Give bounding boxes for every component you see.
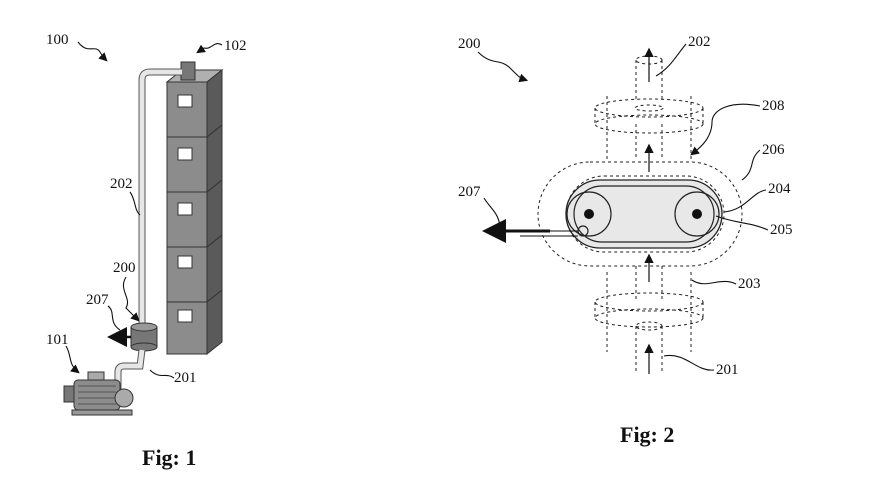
pump-pipe-outline <box>114 349 146 395</box>
figure-2: 200 202 208 <box>458 34 793 447</box>
tower-block-2 <box>166 123 223 194</box>
fig2-label-206: 206 <box>762 142 785 158</box>
fig2-leader-200 <box>477 51 529 83</box>
fig2-label-207: 207 <box>458 184 481 200</box>
right-axle <box>692 209 702 219</box>
label-201: 201 <box>174 370 197 386</box>
tower-block-4 <box>166 233 223 304</box>
leader-101 <box>65 345 80 374</box>
bottom-flange <box>594 253 704 352</box>
left-roller <box>566 191 612 237</box>
fig2-caption: Fig: 2 <box>620 422 674 447</box>
label-207: 207 <box>86 292 109 308</box>
fig2-label-200: 200 <box>458 36 481 52</box>
left-axle <box>584 209 594 219</box>
figure-1: 100 <box>46 32 247 470</box>
tower-block-5 <box>166 288 223 356</box>
fig2-leader-202 <box>655 43 687 77</box>
tower-block-3 <box>166 178 223 249</box>
tower-cap <box>180 61 196 81</box>
leader-202 <box>129 191 141 216</box>
top-flange <box>594 96 704 172</box>
fig1-caption: Fig: 1 <box>142 445 196 470</box>
pipe <box>139 69 182 330</box>
top-pipe <box>635 47 663 100</box>
label-102: 102 <box>224 38 247 54</box>
label-101: 101 <box>46 332 69 348</box>
fig2-label-205: 205 <box>770 222 793 238</box>
fig2-leader-201 <box>663 354 715 371</box>
fig2-leader-205 <box>715 215 769 231</box>
fig2-label-208: 208 <box>762 98 785 114</box>
leader-102 <box>196 43 223 54</box>
leader-200 <box>122 276 140 322</box>
label-200: 200 <box>113 260 136 276</box>
fig2-label-201: 201 <box>716 362 739 378</box>
fig2-leader-206 <box>741 149 761 181</box>
inner-tube-205 <box>573 185 715 243</box>
fig2-label-203: 203 <box>738 276 761 292</box>
leader-201 <box>149 369 175 379</box>
leader-207 <box>107 305 121 331</box>
right-roller <box>674 191 720 237</box>
fig2-leader-204 <box>723 189 767 213</box>
fig2-leader-208 <box>690 103 761 156</box>
bottom-pipe <box>635 321 663 374</box>
tower-block-1 <box>165 68 224 139</box>
label-100: 100 <box>46 32 69 48</box>
fig2-label-202: 202 <box>688 34 711 50</box>
pump-pipe <box>115 349 145 395</box>
outer-shell <box>537 161 743 267</box>
fig2-leader-203 <box>691 279 737 285</box>
pump <box>63 371 134 416</box>
tower <box>165 68 224 356</box>
fig2-label-204: 204 <box>768 181 791 197</box>
leader-100 <box>77 41 108 62</box>
device-200 <box>130 322 158 352</box>
label-202: 202 <box>110 176 133 192</box>
fig2-leader-207 <box>483 197 501 227</box>
